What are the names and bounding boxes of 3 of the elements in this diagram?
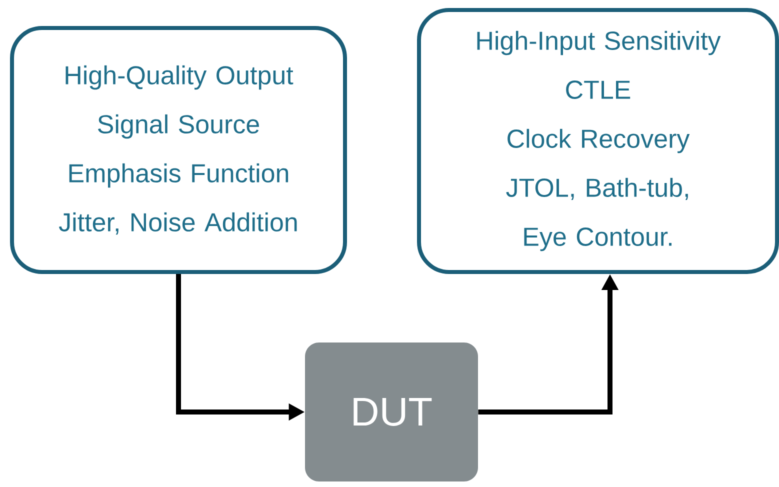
feature-box: High-Quality Output Signal Source Emphasis Function Jitter, Noise Addition bbox=[10, 26, 347, 274]
feature-box: High-Input Sensitivity CTLE Clock Recovery JTOL, Bath-tub, Eye Contour. bbox=[417, 8, 779, 274]
device-box: DUT bbox=[305, 342, 478, 482]
